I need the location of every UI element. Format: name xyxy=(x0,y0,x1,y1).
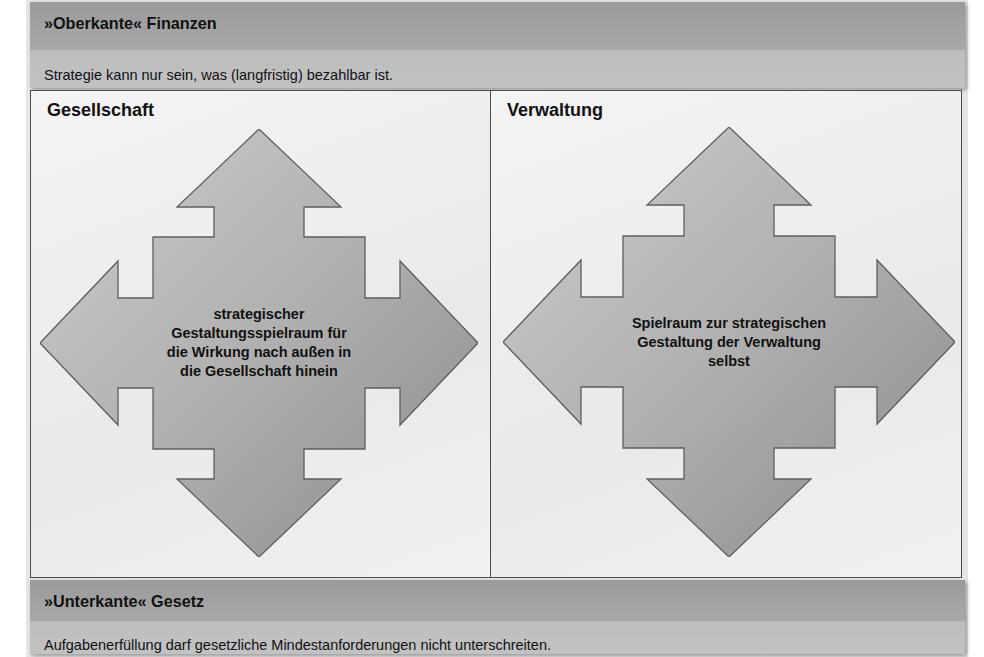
band-title: »Oberkante« Finanzen xyxy=(30,2,965,34)
band-note: Aufgabenerfüllung darf gesetzliche Minde… xyxy=(30,636,565,654)
scope-cross-arrow: strategischer Gestaltungsspielraum für d… xyxy=(40,129,478,557)
panel-heading: Gesellschaft xyxy=(47,99,154,121)
scope-cross-arrow: Spielraum zur strategischen Gestaltung d… xyxy=(503,127,955,557)
cross-arrow-outline xyxy=(40,129,478,557)
cross-label: strategischer Gestaltungsspielraum für d… xyxy=(160,305,358,381)
area-panel: VerwaltungSpielraum zur strategischen Ge… xyxy=(490,90,962,578)
boundary-band: »Oberkante« FinanzenStrategie kann nur s… xyxy=(30,2,965,88)
band-note: Strategie kann nur sein, was (langfristi… xyxy=(30,66,407,84)
cross-arrow-outline xyxy=(503,127,955,557)
boundary-band: »Unterkante« GesetzAufgabenerfüllung dar… xyxy=(30,580,965,654)
area-panel: Gesellschaft strategischer Gestaltungsspi… xyxy=(30,90,491,578)
cross-label: Spielraum zur strategischen Gestaltung d… xyxy=(630,314,828,371)
band-title: »Unterkante« Gesetz xyxy=(30,580,965,612)
cross-arrow-shape xyxy=(40,129,478,557)
panel-heading: Verwaltung xyxy=(507,99,603,121)
